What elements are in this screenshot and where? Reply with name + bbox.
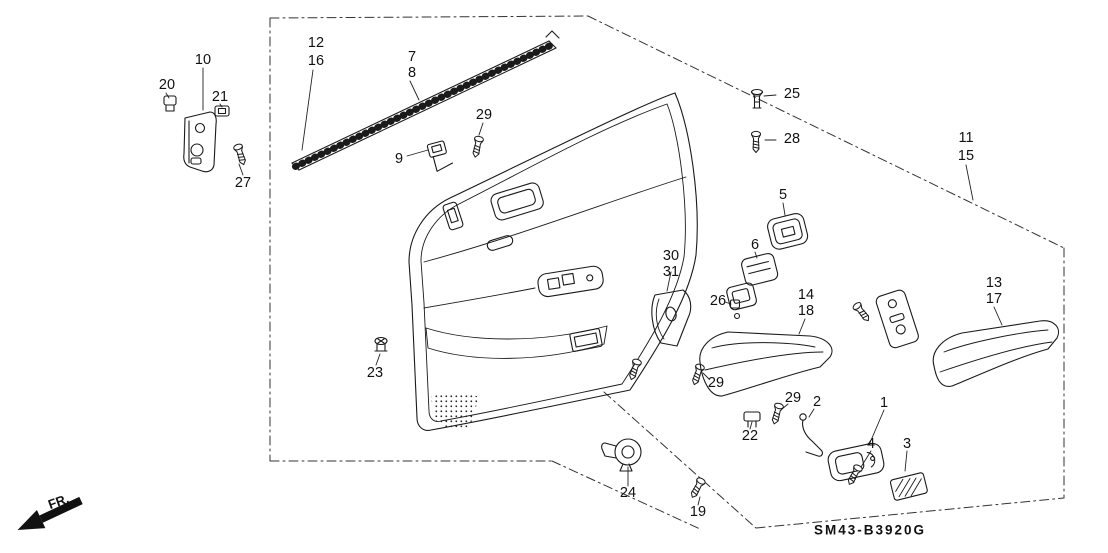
clip-20-drawing bbox=[163, 95, 177, 112]
callout-22: 22 bbox=[741, 427, 759, 444]
boundary-dash-border bbox=[269, 15, 1065, 530]
screw-27-drawing bbox=[232, 142, 249, 167]
door-lining-drawing bbox=[408, 92, 698, 431]
callout-19: 19 bbox=[689, 503, 707, 520]
front-direction-arrow-icon bbox=[17, 496, 83, 531]
screw-29-bracket-left-drawing bbox=[626, 357, 643, 382]
callout-2: 2 bbox=[812, 393, 822, 410]
callout-25: 25 bbox=[783, 85, 801, 102]
callout-31: 31 bbox=[662, 263, 680, 280]
armrest-13-17-drawing bbox=[932, 320, 1059, 387]
callout-29: 29 bbox=[784, 389, 802, 406]
callout-26: 26 bbox=[709, 292, 727, 309]
screw-armrest-right-drawing bbox=[851, 300, 873, 324]
screw-19-drawing bbox=[687, 476, 707, 500]
callout-14: 14 bbox=[797, 286, 815, 303]
callout-24: 24 bbox=[619, 484, 637, 501]
callout-3: 3 bbox=[902, 435, 912, 452]
switch-6-drawing bbox=[726, 252, 779, 311]
callout-6: 6 bbox=[750, 236, 760, 253]
callout-28: 28 bbox=[783, 130, 801, 147]
screw-29-armrest-drawing bbox=[769, 401, 785, 426]
callout-15: 15 bbox=[957, 147, 975, 164]
clip-26-drawing bbox=[729, 299, 741, 320]
diagram-code: SM43-B3920G bbox=[813, 522, 927, 538]
handle-case-1-drawing bbox=[827, 442, 885, 482]
callout-12: 12 bbox=[307, 34, 325, 51]
grommet-24-drawing bbox=[601, 438, 642, 472]
screw-28-drawing bbox=[750, 130, 762, 154]
bracket-30-31-drawing bbox=[651, 289, 692, 347]
clip-25-drawing bbox=[750, 88, 764, 109]
callout-29: 29 bbox=[475, 106, 493, 123]
callout-23: 23 bbox=[366, 364, 384, 381]
callout-10: 10 bbox=[194, 51, 212, 68]
callout-27: 27 bbox=[234, 174, 252, 191]
rod-2-drawing bbox=[799, 413, 823, 457]
callout-11: 11 bbox=[958, 129, 974, 146]
callout-1: 1 bbox=[879, 394, 889, 411]
callout-30: 30 bbox=[662, 247, 680, 264]
callout-8: 8 bbox=[407, 64, 417, 81]
callout-5: 5 bbox=[778, 186, 788, 203]
clip-9-drawing bbox=[426, 140, 454, 172]
weatherstrip-drawing bbox=[291, 30, 560, 171]
callout-9: 9 bbox=[394, 150, 404, 167]
callout-4: 4 bbox=[866, 435, 876, 452]
callout-21: 21 bbox=[211, 88, 229, 105]
callout-20: 20 bbox=[158, 76, 176, 93]
callout-17: 17 bbox=[985, 290, 1003, 307]
clip-23-drawing bbox=[374, 336, 388, 352]
hinge-bracket-drawing bbox=[183, 111, 217, 173]
switch-5-drawing bbox=[767, 212, 809, 250]
bracket-11-15-drawing bbox=[875, 289, 919, 349]
screw-4-drawing bbox=[844, 463, 864, 487]
screw-29-upper-drawing bbox=[470, 134, 485, 159]
callout-29: 29 bbox=[707, 374, 725, 391]
clip-21-drawing bbox=[214, 105, 230, 117]
clip-22-drawing bbox=[743, 411, 761, 428]
callout-13: 13 bbox=[985, 274, 1003, 291]
armrest-14-18-drawing bbox=[699, 331, 833, 397]
callout-16: 16 bbox=[307, 52, 325, 69]
lens-3-drawing bbox=[889, 472, 928, 501]
callout-7: 7 bbox=[407, 48, 417, 65]
callout-18: 18 bbox=[797, 302, 815, 319]
